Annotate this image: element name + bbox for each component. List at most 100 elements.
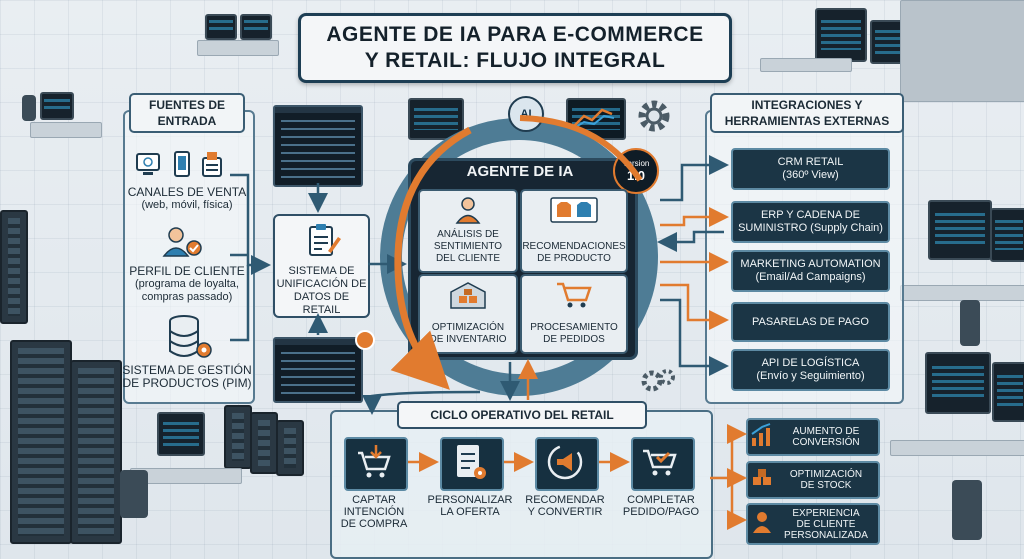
step-personalize-label: PERSONALIZAR LA OFERTA — [424, 494, 516, 518]
sources-header: FUENTES DE ENTRADA — [129, 93, 245, 133]
agent-card-recommendations: RECOMENDACIONES DE PRODUCTO — [520, 189, 628, 273]
source-channels-title: CANALES DE VENTA — [127, 185, 247, 199]
megaphone-icon — [547, 444, 583, 480]
clipboard-icon — [308, 224, 341, 256]
step-complete-line-1: COMPLETAR — [627, 494, 695, 506]
devices-icon — [135, 150, 225, 180]
agent-card-recommendations-line-1: RECOMENDACIONES — [522, 241, 626, 252]
outcome-experience-line-1: EXPERIENCIA — [792, 507, 860, 519]
agent-card-inventory-line-2: DE INVENTARIO — [429, 334, 507, 345]
step-capture-label: CAPTAR INTENCIÓN DE COMPRA — [328, 494, 420, 530]
agent-card-orders-line-1: PROCESAMIENTO — [530, 322, 618, 333]
bg-person — [960, 300, 980, 346]
integrations-header: INTEGRACIONES Y HERRAMIENTAS EXTERNAS — [710, 93, 904, 133]
agent-card-sentiment: ANÁLISIS DE SENTIMIENTO DEL CLIENTE — [418, 189, 518, 273]
product-shirts-icon — [550, 197, 598, 223]
code-panel-top — [273, 105, 363, 187]
bg-warehouse — [900, 0, 1024, 102]
step-recommend-line-1: RECOMENDAR — [525, 494, 605, 506]
data-unification-box: SISTEMA DE UNIFICACIÓN DE DATOS DE RETAI… — [273, 214, 370, 318]
integration-crm-detail: (360º View) — [782, 169, 839, 181]
step-capture-line-2: INTENCIÓN — [343, 506, 405, 518]
step-personalize-line-2: LA OFERTA — [440, 506, 500, 518]
bg-server-rack — [10, 340, 72, 544]
agent-card-inventory: OPTIMIZACIÓN DE INVENTARIO — [418, 274, 518, 354]
integration-payments: PASARELAS DE PAGO — [731, 302, 890, 342]
source-profile-label: PERFIL DE CLIENTE (programa de loyalta, … — [112, 265, 262, 304]
unification-line-3: DATOS DE RETAIL — [293, 291, 350, 316]
bg-dashboard-monitor — [925, 352, 991, 414]
sentiment-person-icon — [455, 197, 481, 224]
agent-card-orders-line-2: DE PEDIDOS — [543, 334, 605, 345]
step-personalize-line-1: PERSONALIZAR — [427, 494, 513, 506]
title-line-1: AGENTE DE IA PARA E-COMMERCE — [326, 23, 704, 46]
source-channels-detail: (web, móvil, física) — [141, 199, 233, 211]
bg-chair — [22, 95, 36, 121]
bg-dashboard-monitor — [990, 208, 1024, 262]
ai-badge: AI — [508, 96, 544, 132]
bg-monitor — [157, 412, 205, 456]
ai-badge-text: AI — [520, 108, 532, 120]
source-profile-detail-2: compras passado) — [141, 291, 233, 303]
bg-server-rack — [0, 210, 28, 324]
integration-crm-title: CRM RETAIL — [777, 156, 844, 168]
step-recommend-icon-box — [535, 437, 599, 491]
agent-card-orders: PROCESAMIENTO DE PEDIDOS — [520, 274, 628, 354]
integrations-header-line-2: HERRAMIENTAS EXTERNAS — [724, 114, 890, 128]
bg-server-rack — [70, 360, 122, 544]
step-recommend-label: RECOMENDAR Y CONVERTIR — [519, 494, 611, 518]
sources-header-line-2: ENTRADA — [157, 114, 217, 128]
shopping-cart-icon — [557, 282, 592, 308]
integration-erp-title: ERP Y CADENA DE — [760, 209, 861, 221]
integration-logistics-title: API DE LOGÍSTICA — [761, 357, 860, 369]
title-box: AGENTE DE IA PARA E-COMMERCE Y RETAIL: F… — [298, 13, 732, 83]
source-pim-detail: DE PRODUCTOS (PIM) — [122, 376, 252, 390]
integration-payments-title: PASARELAS DE PAGO — [752, 315, 869, 328]
source-channels-label: CANALES DE VENTA (web, móvil, física) — [112, 186, 262, 212]
bg-monitor — [205, 14, 237, 40]
check-badge-icon — [355, 330, 375, 350]
cart-check-icon — [643, 449, 677, 476]
source-pim-label: SISTEMA DE GESTIÓN DE PRODUCTOS (PIM) — [112, 364, 262, 390]
version-number: 1.0 — [626, 168, 646, 183]
integration-logistics: API DE LOGÍSTICA (Envío y Seguimiento) — [731, 349, 890, 391]
bg-dashboard-monitor — [928, 200, 992, 260]
integration-marketing-detail: (Email/Ad Campaigns) — [755, 271, 866, 283]
bg-desk — [760, 58, 852, 72]
integration-marketing: MARKETING AUTOMATION (Email/Ad Campaigns… — [731, 250, 890, 292]
customer-icon — [156, 226, 206, 258]
warehouse-icon — [450, 282, 486, 309]
cart-download-icon — [358, 445, 391, 478]
bg-desk — [900, 285, 1024, 301]
unification-line-2: UNIFICACIÓN DE — [276, 278, 367, 290]
outcome-experience: EXPERIENCIA DE CLIENTE PERSONALIZADA — [746, 503, 880, 545]
agent-card-sentiment-line-3: DEL CLIENTE — [435, 253, 501, 264]
integration-marketing-title: MARKETING AUTOMATION — [740, 258, 881, 270]
code-panel-bottom — [273, 337, 363, 403]
version-badge: Version 1.0 — [613, 148, 659, 194]
sources-header-line-1: FUENTES DE — [148, 98, 225, 112]
outcome-stock-line-2: DE STOCK — [800, 480, 852, 491]
step-complete-line-2: PEDIDO/PAGO — [622, 506, 700, 518]
bar-growth-icon — [751, 423, 771, 446]
bg-desk — [30, 122, 102, 138]
bg-desk — [197, 40, 279, 56]
step-complete-icon-box — [631, 437, 695, 491]
step-recommend-line-2: Y CONVERTIR — [527, 506, 603, 518]
outcome-experience-line-3: PERSONALIZADA — [784, 529, 868, 541]
bg-dashboard-monitor — [815, 8, 867, 62]
bg-desk — [890, 440, 1024, 456]
integration-erp-detail: SUMINISTRO (Supply Chain) — [738, 222, 883, 234]
bg-monitor — [240, 14, 272, 40]
checklist-gear-icon — [457, 445, 486, 479]
outcome-conversion-line-1: AUMENTO DE — [792, 426, 860, 437]
source-pim-title: SISTEMA DE GESTIÓN — [122, 363, 252, 377]
outcome-stock-line-1: OPTIMIZACIÓN — [789, 469, 863, 480]
bg-monitor — [40, 92, 74, 120]
retail-cycle-header: CICLO OPERATIVO DEL RETAIL — [397, 401, 647, 429]
stock-boxes-icon — [753, 469, 771, 485]
step-complete-label: COMPLETAR PEDIDO/PAGO — [615, 494, 707, 518]
bg-chair — [120, 470, 148, 518]
gears-icon — [641, 369, 675, 392]
outcome-conversion-line-2: CONVERSIÓN — [792, 437, 860, 448]
